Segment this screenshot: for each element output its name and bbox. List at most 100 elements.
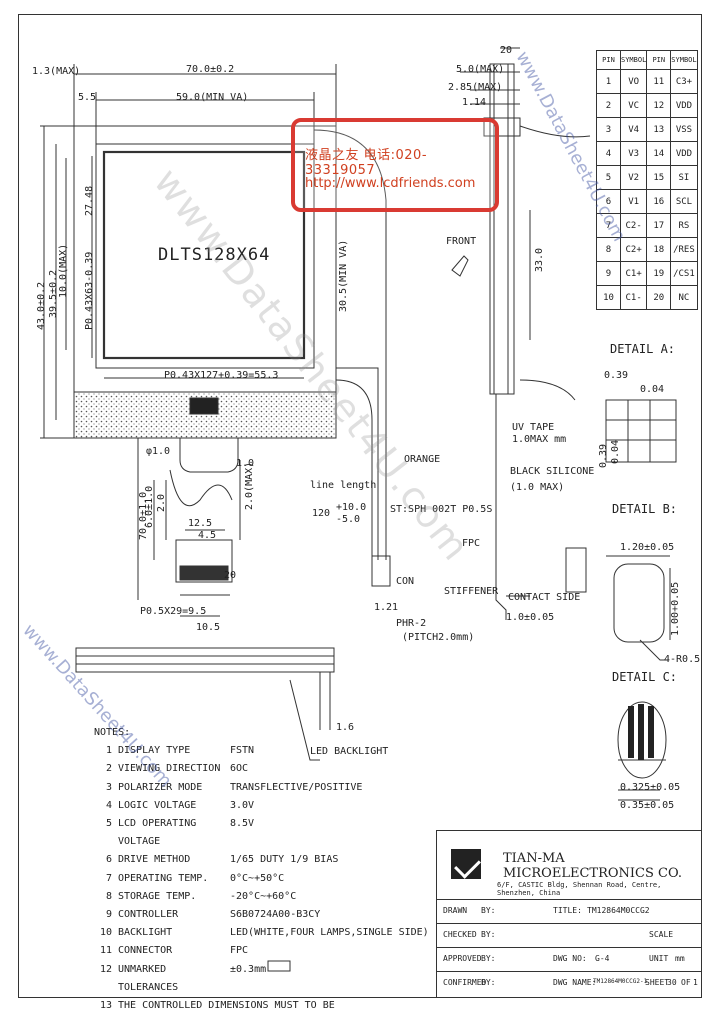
pin-num: 7 [596, 213, 621, 238]
dim-fpc-114: 1.14 [462, 97, 487, 108]
of-value: 1 [693, 978, 698, 987]
company-address: 6/F, CASTIC Bldg, Shennan Road, Centre, … [497, 881, 662, 897]
checked-by-label: BY: [481, 930, 496, 939]
of-label: OF [681, 978, 691, 987]
pin-num: 5 [596, 165, 621, 190]
dim-height-outer: 43.0±0.2 [36, 281, 47, 330]
detail-c-dim1: 0.325±0.05 [620, 782, 681, 793]
dim-len-120: 120 [312, 508, 331, 519]
approved-label: APPROVED [443, 954, 482, 963]
pin-num: 18 [646, 237, 672, 262]
pin-num: 10 [596, 285, 621, 310]
note-value: 1/65 DUTY 1/9 BIAS [230, 854, 339, 866]
note-value: -20°C~+60°C [230, 890, 297, 902]
note-number: 3 [105, 781, 112, 793]
pin-symbol: NC [670, 285, 698, 310]
callout-con: CON [396, 576, 415, 587]
pin-symbol: SI [670, 165, 698, 190]
pin-num: 1 [596, 69, 621, 94]
dim-len-60: 6.0±1.0 [144, 485, 155, 528]
dim-fpc-20-top: 20 [500, 45, 513, 56]
dim-16: 1.6 [336, 722, 355, 733]
dwg-name-label: DWG NAME: [553, 978, 597, 987]
callout-phr: PHR-2 [396, 618, 427, 629]
note-number: 2 [105, 763, 112, 775]
note-number: 4 [105, 799, 112, 811]
stamp-phone-line: 液晶之友 电话:020-33319057 [305, 148, 428, 178]
pin-num: 11 [646, 69, 672, 94]
note-number: 11 [99, 945, 112, 957]
notes-title: NOTES: [94, 727, 131, 738]
dim-height-max: 10.0(MAX) [58, 243, 69, 298]
note-label: DRIVE METHOD [118, 854, 191, 866]
pin-table-header: PIN SYMBOL PIN SYMBOL [596, 50, 698, 70]
viewing-area [95, 143, 315, 369]
note-value: TRANSFLECTIVE/POSITIVE [230, 781, 363, 793]
stamp-url-link[interactable]: http://www.lcdfriends.com [305, 176, 476, 191]
title-block-row: CONFIRMED BY: DWG NAME: TM12864M0CCG2-1 … [437, 971, 701, 996]
callout-pitch: (PITCH2.0mm) [402, 632, 475, 643]
detail-a-dim4: 0.04 [610, 439, 621, 464]
pin-num: 19 [646, 261, 672, 286]
note-number: 7 [105, 872, 112, 884]
detail-a-dim1: 0.39 [604, 370, 629, 381]
pin-num: 3 [596, 117, 621, 142]
callout-front: FRONT [446, 236, 477, 247]
title-block: TIAN-MA MICROELECTRONICS CO. 6/F, CASTIC… [436, 830, 702, 998]
dim-w-125: 12.5 [188, 518, 213, 529]
pin-symbol: VDD [670, 93, 698, 118]
note-number: 6 [105, 854, 112, 866]
note-label: LCD OPERATING VOLTAGE [118, 818, 197, 848]
title-block-row: APPROVED BY: DWG NO: G-4 UNIT mm [437, 947, 701, 972]
pin-header: PIN [646, 50, 672, 70]
note-value: 0°C~+50°C [230, 872, 285, 884]
dim-d10: φ1.0 [146, 446, 171, 457]
note-label: OPERATING TEMP. [118, 872, 209, 884]
pin-symbol: /CS1 [670, 261, 698, 286]
dim-len-120-plus: +10.0 [336, 502, 367, 513]
title-block-row: DRAWN BY: TITLE: TM12864M0CCG2 [437, 899, 701, 924]
active-area [102, 150, 306, 360]
dim-4: 27.48 [84, 185, 95, 216]
pin-symbol: VC [619, 93, 648, 118]
pin-num: 9 [596, 261, 621, 286]
dim-fpc-50max: 5.0(MAX) [456, 64, 505, 75]
pin-num: 14 [646, 141, 672, 166]
callout-black-silicone: BLACK SILICONE [510, 466, 595, 477]
unit-label: UNIT [649, 954, 669, 963]
note-value: 3.0V [230, 799, 255, 811]
dim-w-105: 10.5 [196, 622, 221, 633]
dim-121: 1.21 [374, 602, 399, 613]
unit-value: mm [675, 954, 685, 963]
title-value: TM12864M0CCG2 [587, 906, 650, 915]
pin-num: 20 [646, 285, 672, 310]
pin-num: 2 [596, 93, 621, 118]
detail-a-dim3: 0.39 [598, 443, 609, 468]
callout-stiffener: STIFFENER [444, 586, 499, 597]
dim-w-45: 4.5 [198, 530, 217, 541]
note-number: 13 [99, 1000, 112, 1012]
dim-dot-h: P0.43X127+0.39=55.3 [164, 370, 279, 381]
symbol-header: SYMBOL [619, 50, 648, 70]
detail-c-dim2: 0.35±0.05 [620, 800, 675, 811]
pin-num: 4 [596, 141, 621, 166]
list-item: 7 OPERATING TEMP. 0°C~+50°C [94, 870, 429, 888]
company-name: TIAN-MA MICROELECTRONICS CO. [503, 851, 682, 881]
note-number: 12 [99, 963, 112, 975]
pin-symbol: C3+ [670, 69, 698, 94]
note-label: BACKLIGHT [118, 927, 173, 939]
dim-fpc-20: 20 [224, 570, 237, 581]
detail-b-dim2: 1.00+0.05 [670, 581, 681, 636]
